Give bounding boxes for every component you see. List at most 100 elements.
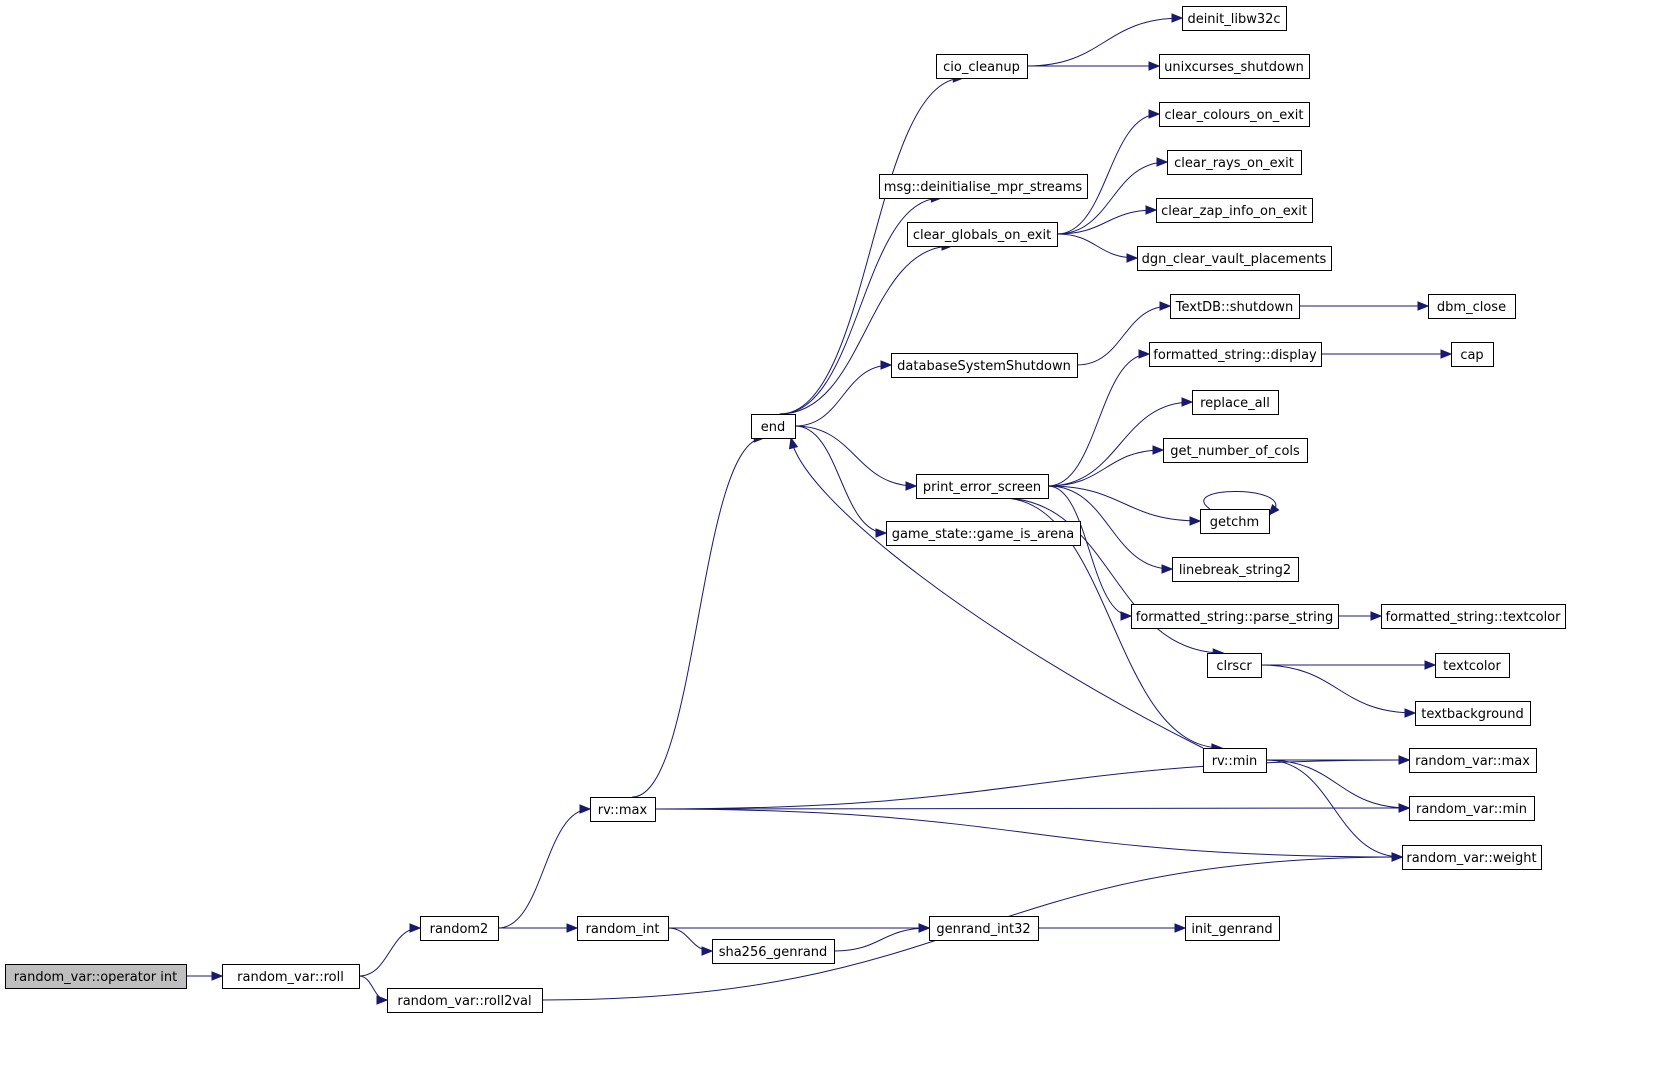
node-dgn-clear[interactable]: dgn_clear_vault_placements: [1137, 246, 1332, 271]
node-box: [1137, 246, 1332, 271]
node-box: [1182, 6, 1287, 31]
node-rv-weight[interactable]: random_var::weight: [1402, 845, 1542, 870]
node-unixcurses[interactable]: unixcurses_shutdown: [1159, 54, 1310, 79]
node-rv-max-m[interactable]: random_var::max: [1409, 748, 1537, 773]
call-edge-clear_globals-to-clear_rays: [1056, 157, 1169, 235]
call-edge-rvmin-to-end: [788, 436, 1204, 749]
call-edge-rvmin-to-rv_min_m: [1265, 759, 1411, 813]
call-edge-print_error-to-fs_display: [1047, 349, 1151, 487]
node-label: get_number_of_cols: [1170, 444, 1300, 459]
node-genrand32[interactable]: genrand_int32: [929, 916, 1039, 941]
node-game-arena[interactable]: game_state::game_is_arena: [886, 521, 1081, 546]
node-box: [1381, 604, 1566, 629]
node-rv-min-m[interactable]: random_var::min: [1409, 796, 1535, 821]
call-edge-clrscr-to-textcolor: [1261, 660, 1437, 670]
node-label: clear_globals_on_exit: [913, 228, 1051, 243]
node-textcolor[interactable]: textcolor: [1435, 653, 1510, 678]
node-box: [879, 174, 1088, 199]
node-box: [1409, 748, 1537, 773]
node-fs-textcolor[interactable]: formatted_string::textcolor: [1381, 604, 1566, 629]
node-box: [1163, 438, 1308, 463]
node-end[interactable]: end: [751, 414, 796, 439]
node-random-int[interactable]: random_int: [577, 916, 669, 941]
node-box: [886, 521, 1081, 546]
node-textdb-shutdown[interactable]: TextDB::shutdown: [1170, 294, 1300, 319]
node-box: [1451, 342, 1494, 367]
node-label: dgn_clear_vault_placements: [1142, 252, 1327, 267]
node-box: [751, 414, 796, 439]
call-edge-root-to-roll: [186, 971, 224, 981]
call-edge-cio_cleanup-to-deinit_libw32c: [1026, 13, 1184, 67]
node-label: random_var::roll: [237, 970, 344, 985]
node-get-cols[interactable]: get_number_of_cols: [1163, 438, 1308, 463]
node-clrscr[interactable]: clrscr: [1207, 653, 1262, 678]
node-label: msg::deinitialise_mpr_streams: [884, 180, 1083, 195]
node-box: [1170, 294, 1300, 319]
call-edge-clear_globals-to-clear_zap: [1056, 205, 1158, 235]
node-box: [1159, 54, 1310, 79]
call-edge-print_error-to-linebreak: [1047, 485, 1174, 574]
node-label: init_genrand: [1191, 922, 1272, 937]
node-box: [891, 353, 1078, 378]
node-linebreak[interactable]: linebreak_string2: [1172, 557, 1299, 582]
node-box: [1415, 701, 1531, 726]
node-label: random_var::max: [1415, 754, 1530, 769]
node-print-error[interactable]: print_error_screen: [916, 474, 1049, 499]
call-edge-fs_parse-to-fs_textcolor: [1337, 611, 1383, 621]
node-sha256[interactable]: sha256_genrand: [712, 939, 835, 964]
node-box: [929, 916, 1039, 941]
node-label: deinit_libw32c: [1187, 12, 1280, 27]
node-fs-parse[interactable]: formatted_string::parse_string: [1131, 604, 1339, 629]
node-rvmax[interactable]: rv::max: [590, 797, 656, 822]
node-label: cio_cleanup: [943, 60, 1020, 75]
node-label: random2: [430, 922, 489, 937]
call-edge-random2-to-rvmax: [497, 804, 592, 929]
node-label: getchm: [1210, 515, 1259, 530]
call-edge-random2-to-random_int: [497, 923, 579, 933]
call-edge-print_error-to-get_cols: [1047, 445, 1165, 487]
node-fs-display[interactable]: formatted_string::display: [1149, 342, 1322, 367]
node-clear-globals[interactable]: clear_globals_on_exit: [907, 222, 1058, 247]
call-edge-cio_cleanup-to-unixcurses: [1027, 61, 1161, 71]
node-clear-rays[interactable]: clear_rays_on_exit: [1167, 150, 1302, 175]
node-box: [1156, 198, 1313, 223]
node-cio-cleanup[interactable]: cio_cleanup: [936, 54, 1028, 79]
node-replace-all[interactable]: replace_all: [1192, 390, 1279, 415]
call-edge-genrand32-to-init_genrand: [1037, 923, 1187, 933]
node-box: [5, 964, 187, 989]
node-roll[interactable]: random_var::roll: [222, 964, 360, 989]
node-root[interactable]: random_var::operator int: [5, 964, 187, 989]
node-roll2val[interactable]: random_var::roll2val: [387, 988, 543, 1013]
node-dbm-close[interactable]: dbm_close: [1428, 294, 1516, 319]
node-label: rv::max: [598, 803, 648, 818]
node-box: [420, 916, 499, 941]
call-edge-rvmax-to-rv_weight: [654, 808, 1404, 862]
node-label: dbm_close: [1437, 300, 1506, 315]
node-textbackground[interactable]: textbackground: [1415, 701, 1531, 726]
node-box: [907, 222, 1058, 247]
node-label: linebreak_string2: [1179, 563, 1291, 578]
call-edge-rvmax-to-end: [632, 433, 766, 798]
node-clear-colours[interactable]: clear_colours_on_exit: [1159, 102, 1310, 127]
node-random2[interactable]: random2: [420, 916, 499, 941]
node-init-genrand[interactable]: init_genrand: [1185, 916, 1280, 941]
node-clear-zap[interactable]: clear_zap_info_on_exit: [1156, 198, 1313, 223]
node-rvmin[interactable]: rv::min: [1203, 748, 1267, 773]
call-edge-dbshutdown-to-textdb_shutdown: [1076, 301, 1172, 366]
node-deinit-libw32c[interactable]: deinit_libw32c: [1182, 6, 1287, 31]
node-label: formatted_string::display: [1153, 348, 1317, 363]
node-label: cap: [1460, 348, 1483, 363]
node-label: random_var::weight: [1406, 851, 1536, 866]
node-box: [1185, 916, 1280, 941]
node-box: [1192, 390, 1279, 415]
call-edge-print_error-to-fs_parse: [1047, 485, 1133, 621]
node-getchm[interactable]: getchm: [1200, 509, 1270, 534]
node-msg-deinit[interactable]: msg::deinitialise_mpr_streams: [879, 174, 1088, 199]
node-label: clear_colours_on_exit: [1165, 108, 1304, 123]
node-box: [1207, 653, 1262, 678]
node-dbshutdown[interactable]: databaseSystemShutdown: [891, 353, 1078, 378]
call-edge-clear_globals-to-clear_colours: [1056, 109, 1161, 235]
node-cap[interactable]: cap: [1451, 342, 1494, 367]
